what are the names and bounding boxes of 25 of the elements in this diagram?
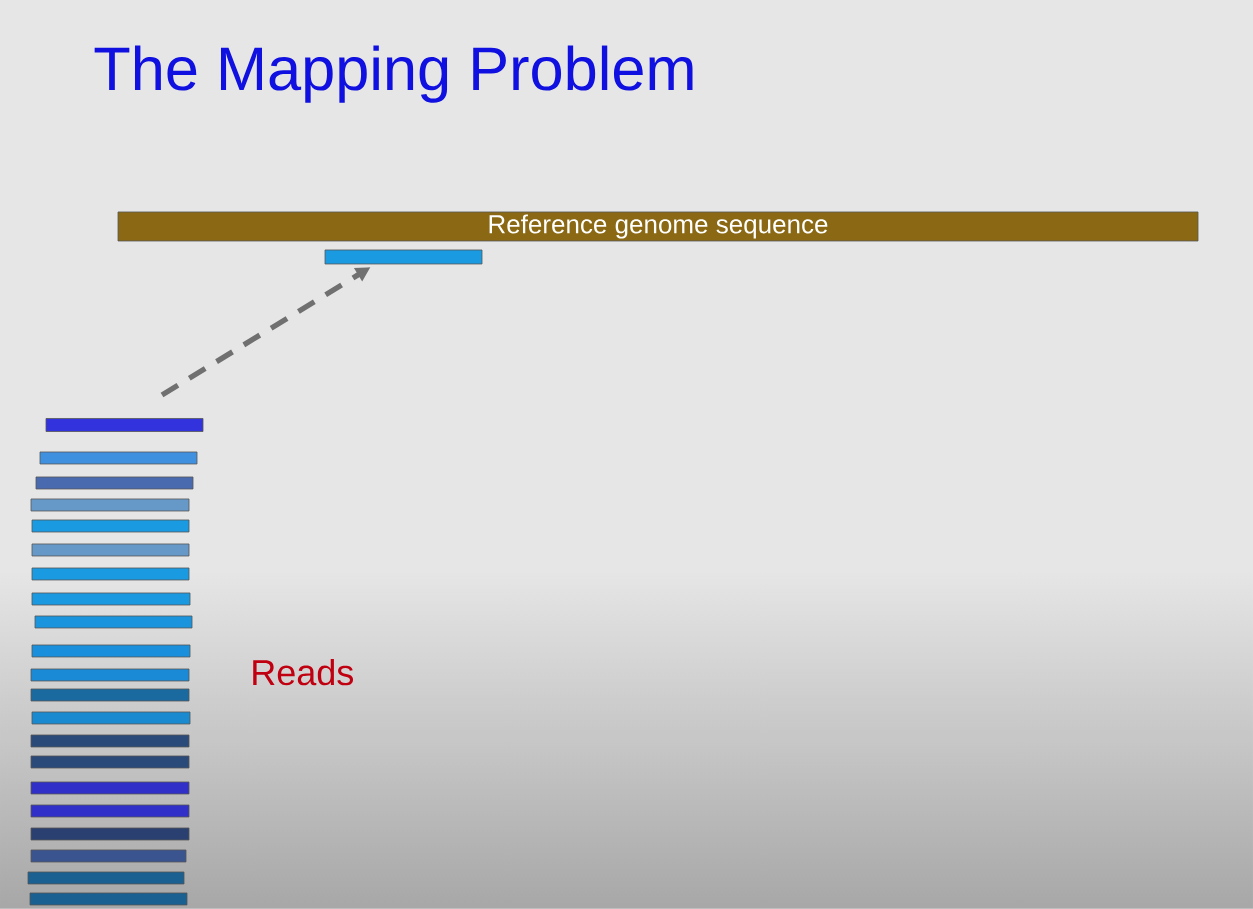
read-bar bbox=[34, 615, 193, 629]
read-bar bbox=[35, 476, 194, 490]
read-bar bbox=[29, 892, 188, 906]
read-bar bbox=[31, 592, 191, 606]
read-bar bbox=[31, 519, 190, 533]
read-bar bbox=[30, 755, 190, 769]
read-bar bbox=[30, 849, 187, 863]
read-bar bbox=[30, 827, 190, 841]
reference-bar: Reference genome sequence bbox=[117, 211, 1199, 242]
read-bar bbox=[30, 781, 190, 795]
read-bar bbox=[31, 711, 191, 725]
reads-label: Reads bbox=[253, 658, 353, 686]
read-bar bbox=[39, 451, 198, 465]
mapped-read-bar bbox=[324, 249, 483, 265]
read-bar bbox=[30, 734, 190, 748]
read-bar bbox=[31, 543, 190, 557]
read-bar bbox=[27, 871, 185, 885]
read-bar bbox=[30, 804, 190, 818]
read-bar bbox=[30, 688, 190, 702]
read-bar bbox=[31, 567, 190, 581]
read-bar bbox=[31, 644, 191, 658]
slide-title: The Mapping Problem bbox=[94, 45, 693, 103]
read-bar bbox=[30, 498, 190, 512]
read-bar bbox=[30, 668, 190, 682]
read-bar bbox=[45, 418, 204, 432]
